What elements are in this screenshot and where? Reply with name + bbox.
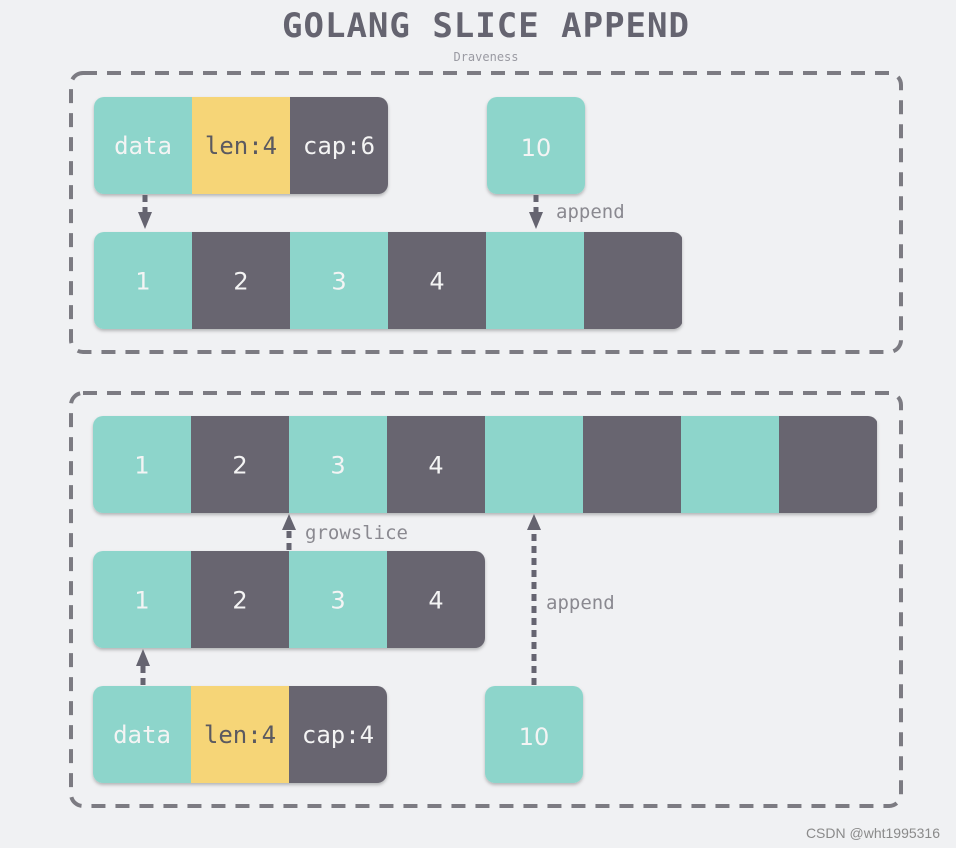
old-array-cell-value: 2 [232,587,247,615]
top-backing-array [94,232,682,329]
growslice-label: growslice [305,522,408,544]
top-array-cell-value: 4 [429,268,444,296]
grown-array-cell [93,416,192,513]
top-new-value-label: 10 [521,134,552,162]
bottom-append-arrow-icon [527,514,541,530]
old-array-cell-value: 4 [428,587,443,615]
top-array-cell [290,232,389,329]
bottom-panel-border [69,391,903,808]
bottom-append-label: append [546,592,615,614]
old-backing-array [93,551,485,648]
top-array-cell-value: 3 [331,268,346,296]
old-array-cell [93,551,192,648]
diagram-title: GOLANG SLICE APPEND [282,6,690,46]
grown-array-cell-value: 2 [232,452,247,480]
grown-array-cell-value: 1 [134,452,149,480]
grown-array-cell [583,416,682,513]
top-array-cell [192,232,291,329]
top-new-value-box [487,97,585,194]
grown-array-cell [387,416,486,513]
grown-array-cell [779,416,877,513]
bottom-slice-data-label: data [113,721,171,749]
bottom-slice-len-label: len:4 [204,721,276,749]
grown-backing-array [93,416,877,513]
grown-array-cell [681,416,780,513]
top-array-cell-value: 1 [135,268,150,296]
top-append-label: append [556,201,625,223]
top-array-cell [94,232,193,329]
bottom-slice-cap-field [289,686,387,783]
grown-array-cell [191,416,290,513]
bottom-slice-header [93,686,387,783]
grown-array-cell-value: 4 [428,452,443,480]
top-array-cell [486,232,585,329]
bottom-new-value-label: 10 [519,723,550,751]
old-array-cell-value: 1 [134,587,149,615]
slice-cap-label: cap:6 [303,132,375,160]
bottom-new-value-box [485,686,583,783]
top-slice-header [94,97,388,194]
old-array-cell [191,551,290,648]
slice-len-field [192,97,290,194]
watermark: CSDN @wht1995316 [806,825,940,841]
slice-data-field [94,97,192,194]
slice-data-label: data [114,132,172,160]
diagram-subtitle: Draveness [453,50,518,64]
top-panel-border [69,71,903,354]
old-array-cell-value: 3 [330,587,345,615]
growslice-arrow-icon [282,514,296,530]
grown-array-cell [485,416,584,513]
top-array-cell-value: 2 [233,268,248,296]
slice-cap-field [290,97,388,194]
bottom-data-pointer-arrow-icon [136,649,150,666]
top-append-arrow-icon [529,212,543,229]
bottom-slice-cap-label: cap:4 [302,721,374,749]
slice-len-label: len:4 [205,132,277,160]
grown-array-cell [289,416,388,513]
data-pointer-arrow-icon [138,212,152,229]
grown-array-cell-value: 3 [330,452,345,480]
top-array-cell [584,232,682,329]
bottom-slice-data-field [93,686,191,783]
old-array-cell [387,551,485,648]
top-array-cell [388,232,487,329]
old-array-cell [289,551,388,648]
bottom-slice-len-field [191,686,289,783]
